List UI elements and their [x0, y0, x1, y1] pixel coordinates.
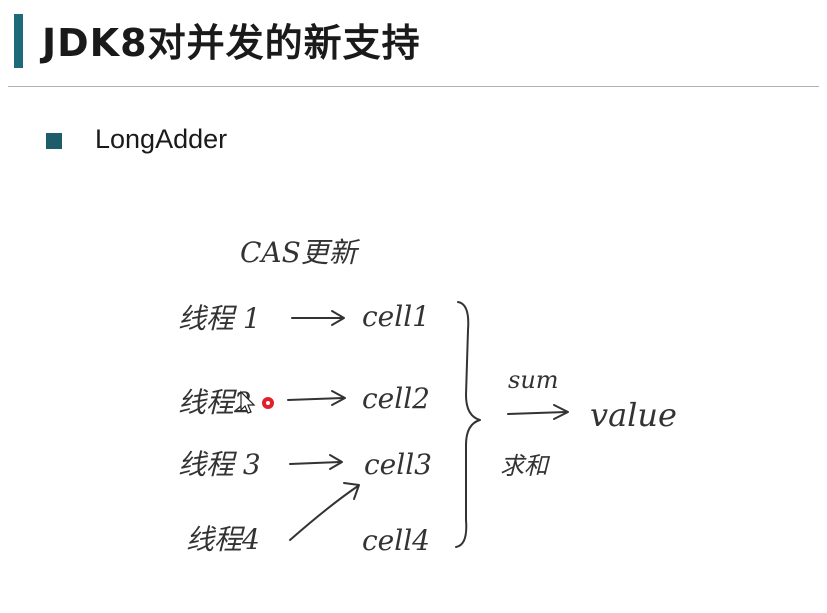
bullet-marker [46, 133, 62, 149]
cell-label-1: cell1 [362, 300, 430, 333]
page-title: JDK8对并发的新支持 [42, 21, 421, 65]
sum-arrow [507, 404, 569, 420]
bullet-text: LongAdder [95, 124, 228, 154]
value-label: value [590, 396, 677, 434]
grouping-brace [455, 301, 481, 548]
mouse-cursor-icon [240, 390, 256, 414]
arrow-4 [289, 482, 360, 541]
cas-update-label: CAS更新 [240, 236, 361, 269]
arrow-3 [289, 454, 343, 470]
title-accent-bar [14, 14, 23, 68]
sum-label: sum [508, 366, 559, 394]
cell-label-2: cell2 [362, 382, 430, 415]
thread-label-2: 线程2 [178, 386, 252, 419]
thread-label-3: 线程 3 [178, 448, 261, 481]
thread-label-4: 线程4 [186, 523, 260, 556]
sum-cn-label: 求和 [500, 452, 551, 480]
title-divider [8, 86, 819, 87]
cell-label-4: cell4 [362, 524, 430, 557]
thread-label-1: 线程 1 [178, 302, 261, 335]
cell-label-3: cell3 [364, 448, 432, 481]
arrow-1 [291, 310, 345, 326]
laser-pointer-icon [262, 397, 274, 409]
arrow-2 [287, 390, 346, 406]
